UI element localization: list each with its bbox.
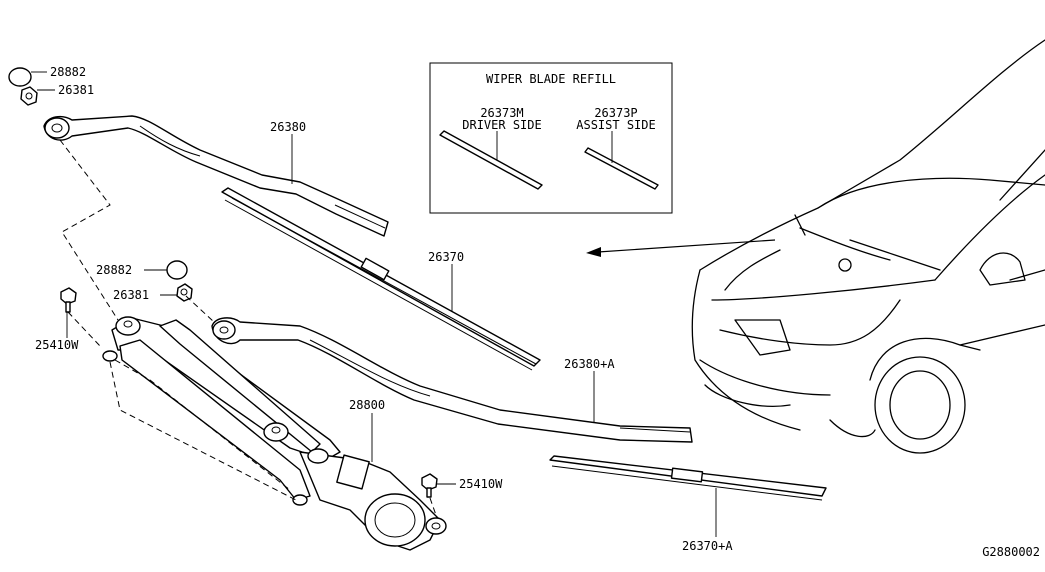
bolt-right-part: 25410W — [421, 473, 503, 498]
assist-wiper-blade: 26370+A — [549, 455, 827, 553]
location-arrow — [586, 239, 776, 257]
arm-assist-body — [211, 317, 693, 443]
callout-nut-mid: 26381 — [113, 288, 149, 302]
refill-driver-label: DRIVER SIDE — [462, 118, 541, 132]
cap-top-part: 28882 — [8, 65, 86, 87]
blade-driver-clip — [360, 257, 390, 281]
nut-top-part: 26381 — [20, 83, 94, 106]
callout-arm-assist: 26380+A — [564, 357, 615, 371]
callout-bolt-right: 25410W — [459, 477, 503, 491]
nut-top-shape — [20, 86, 38, 106]
pivot-right — [263, 422, 289, 442]
cap-mid-shape — [166, 260, 188, 280]
bolt-left-head — [60, 287, 77, 305]
refill-driver-strip — [439, 130, 543, 190]
callout-cap-top: 28882 — [50, 65, 86, 79]
driver-wiper-arm: 26380 — [43, 115, 389, 237]
bolt-left-part: 25410W — [35, 287, 79, 352]
callout-bolt-left: 25410W — [35, 338, 79, 352]
motor-body — [364, 493, 426, 547]
driver-wiper-blade: 26370 — [221, 187, 541, 371]
callout-nut-top: 26381 — [58, 83, 94, 97]
vehicle-outline — [691, 39, 1045, 454]
bolt-right-head — [421, 473, 438, 491]
callout-arm-driver: 26380 — [270, 120, 306, 134]
pivot-left — [115, 316, 141, 336]
nut-mid-shape — [176, 283, 193, 302]
refill-driver-part-no: 26373M — [480, 106, 523, 120]
nut-mid-part: 26381 — [113, 283, 193, 302]
callout-blade-driver: 26370 — [428, 250, 464, 264]
linkage-rod — [159, 319, 321, 453]
linkage-motor-assembly: 28800 — [102, 316, 447, 551]
callout-cap-mid: 28882 — [96, 263, 132, 277]
diagram-id: G2880002 — [982, 545, 1040, 559]
cap-mid-part: 28882 — [96, 260, 188, 280]
bolt-right-shank — [426, 487, 432, 498]
refill-box: WIPER BLADE REFILL 26373M DRIVER SIDE 26… — [429, 62, 673, 214]
refill-assist-part-no: 26373P — [594, 106, 637, 120]
arm-driver-body — [43, 115, 389, 237]
motor-connector — [336, 454, 370, 490]
refill-box-frame — [429, 62, 673, 214]
blade-assist-clip — [670, 467, 704, 483]
bolt-left-shank — [65, 301, 71, 313]
cap-top-shape — [8, 67, 32, 87]
refill-assist-strip — [584, 147, 659, 190]
assist-wiper-arm: 26380+A — [211, 317, 693, 443]
callout-motor: 28800 — [349, 398, 385, 412]
refill-box-title: WIPER BLADE REFILL — [486, 72, 616, 86]
callout-blade-assist: 26370+A — [682, 539, 733, 553]
refill-assist-label: ASSIST SIDE — [576, 118, 655, 132]
assembly-dashed-lines — [59, 139, 438, 519]
